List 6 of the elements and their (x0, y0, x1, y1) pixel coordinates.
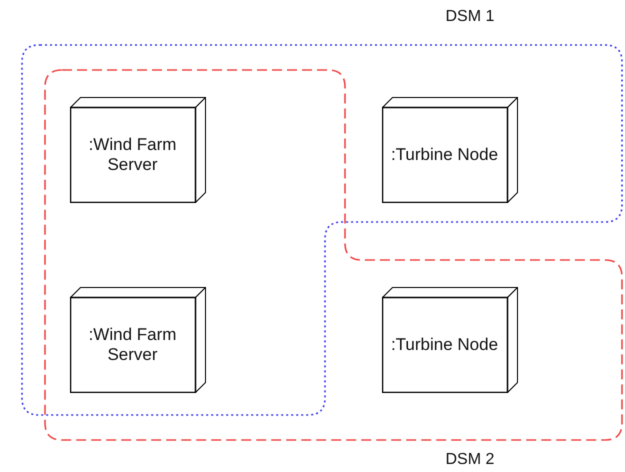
node-name: :Turbine Node (390, 334, 498, 354)
node-name: :Turbine Node (390, 144, 498, 164)
node-name: :Wind Farm Server (88, 134, 178, 174)
region-title: DSM 1 (446, 8, 494, 26)
node-name: :Wind Farm Server (88, 324, 178, 364)
region-title: DSM 2 (446, 451, 494, 469)
